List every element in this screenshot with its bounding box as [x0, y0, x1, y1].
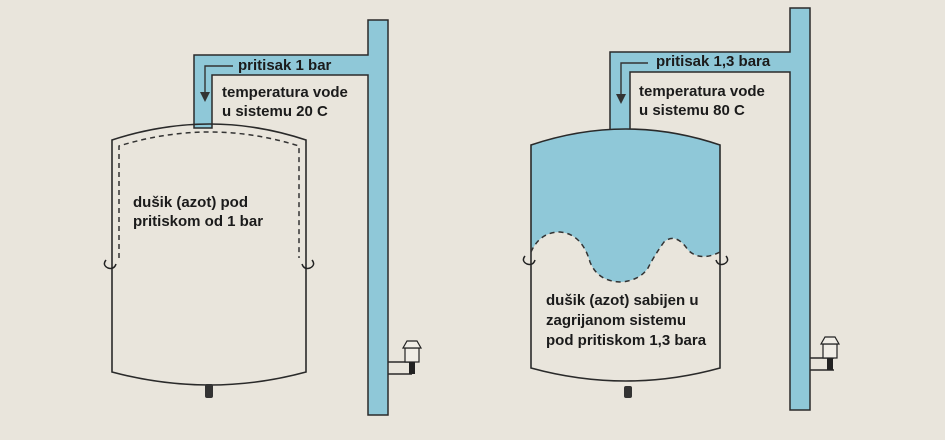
left-valve — [388, 340, 423, 375]
left-pressure-label: pritisak 1 bar — [238, 57, 332, 74]
right-temperature-line1: temperatura vode — [639, 83, 765, 100]
left-water-pipe — [193, 19, 389, 416]
right-clip-left — [522, 255, 536, 266]
drain-plug-icon — [205, 384, 213, 398]
right-vessel-body — [530, 128, 721, 382]
left-vessel-body — [111, 123, 307, 386]
right-water-volume — [531, 129, 720, 282]
right-water-pipe — [609, 7, 811, 411]
right-gas-line2: zagrijanom sistemu — [546, 312, 686, 329]
left-clip-right — [301, 259, 315, 270]
pressure-valve-icon — [819, 336, 841, 370]
pressure-valve-icon — [401, 340, 423, 374]
left-valve-branch — [388, 361, 412, 375]
right-temperature-line2: u sistemu 80 C — [639, 102, 745, 119]
right-gas-line1: dušik (azot) sabijen u — [546, 292, 699, 309]
right-expansion-system: pritisak 1,3 bara temperatura vode u sis… — [522, 7, 841, 411]
right-clip-right — [715, 255, 729, 266]
right-valve — [810, 336, 841, 371]
right-gas-line3: pod pritiskom 1,3 bara — [546, 332, 707, 349]
left-clip-left — [103, 259, 117, 270]
left-gas-line1: dušik (azot) pod — [133, 194, 248, 211]
drain-plug-icon — [624, 386, 632, 398]
left-gas-line2: pritiskom od 1 bar — [133, 213, 263, 230]
left-temperature-line1: temperatura vode — [222, 84, 348, 101]
left-temperature-line2: u sistemu 20 C — [222, 103, 328, 120]
arrow-down-icon — [616, 62, 648, 104]
left-membrane — [118, 131, 300, 258]
left-expansion-system: pritisak 1 bar temperatura vode u sistem… — [103, 19, 423, 416]
right-membrane — [530, 231, 721, 283]
right-pressure-label: pritisak 1,3 bara — [656, 53, 771, 70]
arrow-down-icon — [200, 65, 233, 102]
